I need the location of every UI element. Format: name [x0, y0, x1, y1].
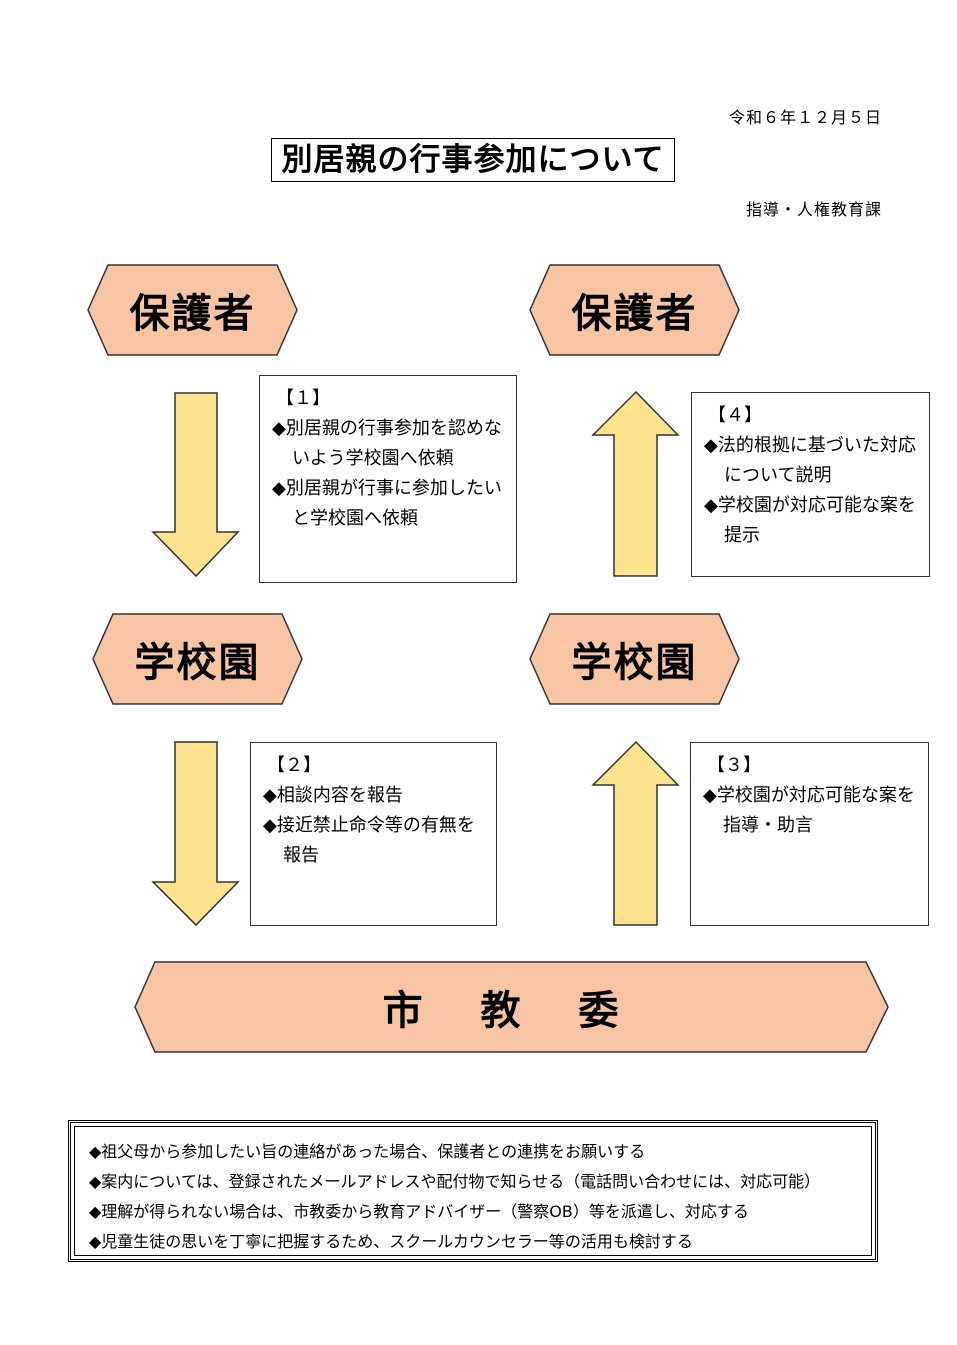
notes-box: ◆祖父母から参加したい旨の連絡があった場合、保護者との連携をお願いする ◆案内に… [68, 1120, 878, 1262]
step1-item: ◆別居親が行事に参加したいと学校園へ依頼 [272, 478, 502, 529]
note-line: ◆案内については、登録されたメールアドレスや配付物で知らせる（電話問い合わせには… [89, 1172, 821, 1191]
step1-item: ◆別居親の行事参加を認めないよう学校園へ依頼 [272, 418, 502, 469]
step4-label: 【４】 [708, 405, 762, 426]
note-line: ◆祖父母から参加したい旨の連絡があった場合、保護者との連携をお願いする [89, 1142, 646, 1161]
arrow-up-step3 [591, 740, 680, 926]
step4-item: ◆学校園が対応可能な案を提示 [704, 495, 916, 546]
document-date: 令和６年１２月５日 [728, 108, 882, 127]
hex-school-right [529, 613, 740, 705]
step4-box: 【４】 ◆法的根拠に基づいた対応について説明 ◆学校園が対応可能な案を提示 [691, 392, 930, 577]
step1-box: 【１】 ◆別居親の行事参加を認めないよう学校園へ依頼 ◆別居親が行事に参加したい… [259, 375, 517, 583]
step3-label: 【３】 [707, 755, 761, 776]
note-line: ◆児童生徒の思いを丁寧に把握するため、スクールカウンセラー等の活用も検討する [89, 1232, 693, 1251]
hex-city-board [134, 961, 889, 1053]
step2-item: ◆接近禁止命令等の有無を報告 [263, 815, 475, 866]
step2-item: ◆相談内容を報告 [263, 785, 403, 806]
step1-label: 【１】 [276, 388, 330, 409]
step3-box: 【３】 ◆学校園が対応可能な案を指導・助言 [690, 742, 929, 926]
arrow-down-step2 [151, 741, 240, 927]
arrow-down-step1 [151, 392, 240, 578]
document-title: 別居親の行事参加について [271, 138, 675, 182]
hex-guardian-left [87, 264, 298, 356]
arrow-up-step4 [591, 390, 680, 577]
department-name: 指導・人権教育課 [745, 200, 882, 219]
step3-item: ◆学校園が対応可能な案を指導・助言 [703, 785, 915, 836]
step4-item: ◆法的根拠に基づいた対応について説明 [704, 435, 916, 486]
note-line: ◆理解が得られない場合は、市教委から教育アドバイザー（警察OB）等を派遣し、対応… [89, 1202, 749, 1221]
hex-guardian-right [529, 264, 740, 356]
step2-box: 【２】 ◆相談内容を報告 ◆接近禁止命令等の有無を報告 [250, 742, 497, 926]
step2-label: 【２】 [267, 755, 321, 776]
hex-school-left [92, 613, 303, 705]
